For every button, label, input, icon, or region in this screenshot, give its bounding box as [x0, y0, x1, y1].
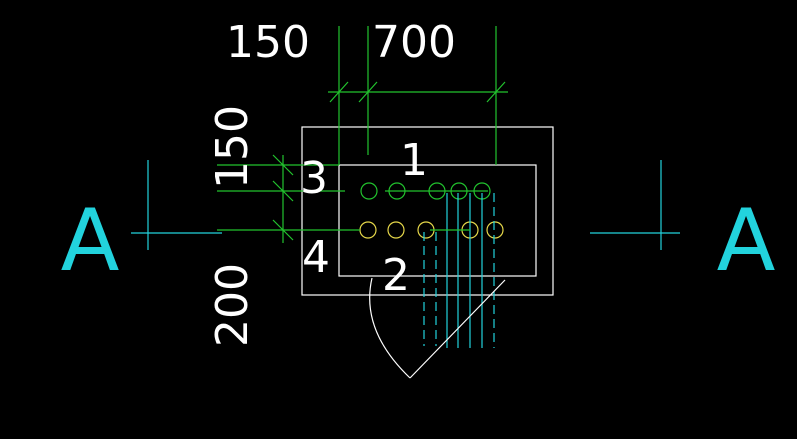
rebar-bottom [387, 221, 405, 239]
dim-left-150: 150 [207, 105, 258, 189]
section-label-left: A [61, 191, 120, 291]
top-dimension [328, 26, 508, 165]
rebar-top [450, 182, 468, 200]
section-marker-right [590, 160, 680, 250]
outer-outline [301, 126, 554, 296]
rebar-bottom [359, 221, 377, 239]
hanger-shape [369, 277, 506, 379]
dim-left-200: 200 [207, 263, 258, 347]
rebar-bottom [486, 221, 504, 239]
label-4: 4 [302, 232, 330, 283]
label-2: 2 [382, 250, 410, 301]
section-marker-left [131, 160, 222, 250]
section-label-right: A [717, 191, 776, 291]
rebar-top [428, 182, 446, 200]
rebar-top [388, 182, 406, 200]
inner-outline [338, 164, 537, 277]
dim-top-700: 700 [372, 17, 456, 68]
cyan-bars [423, 193, 495, 348]
left-dimension [217, 154, 345, 243]
label-1: 1 [400, 135, 428, 186]
rebar-top [360, 182, 378, 200]
dim-top-150: 150 [226, 17, 310, 68]
label-3: 3 [300, 153, 328, 204]
